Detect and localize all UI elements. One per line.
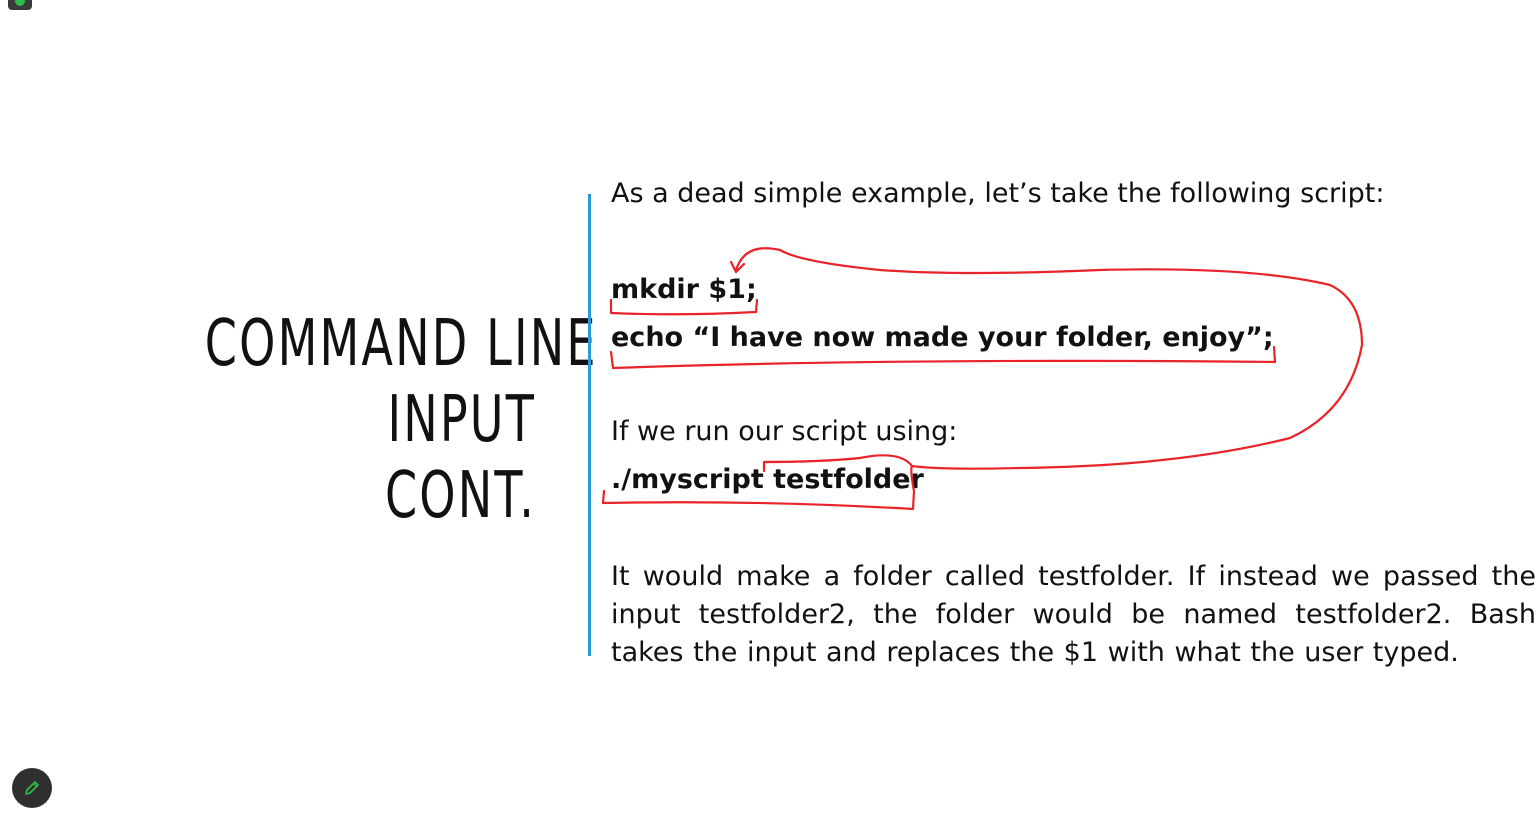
code-line-echo: echo “I have now made your folder, enjoy… (611, 322, 1274, 353)
slide-title-line: INPUT (387, 383, 536, 457)
slide-title-line: CONT. (384, 459, 536, 533)
explanation-text: It would make a folder called testfolder… (611, 561, 1536, 668)
ink-arrowhead (729, 260, 746, 274)
code-line-mkdir: mkdir $1; (611, 274, 757, 305)
pen-icon (25, 781, 39, 795)
slide-title: COMMAND LINE INPUT CONT. (204, 306, 598, 534)
status-dot-icon (15, 0, 25, 6)
slide-title-line: COMMAND LINE (204, 307, 598, 381)
intro-text: As a dead simple example, let’s take the… (611, 178, 1385, 209)
run-command: ./myscript testfolder (611, 464, 924, 495)
pen-tool-button[interactable] (12, 768, 52, 808)
status-badge (8, 0, 32, 10)
run-intro-text: If we run our script using: (611, 416, 958, 447)
accent-divider (588, 194, 591, 656)
